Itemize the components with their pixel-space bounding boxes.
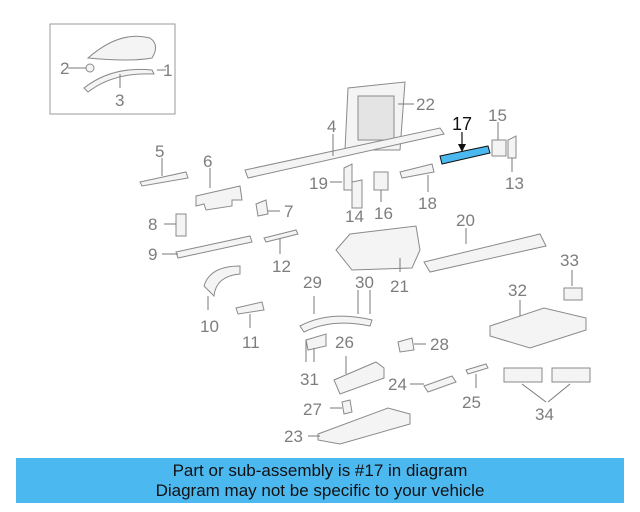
part-11-shape[interactable]: [235, 301, 265, 315]
part-29-shape[interactable]: [299, 315, 373, 333]
callout-8[interactable]: 8: [148, 215, 157, 234]
banner-line-2: Diagram may not be specific to your vehi…: [155, 480, 485, 500]
callout-27[interactable]: 27: [303, 400, 322, 419]
part-1-shape[interactable]: [86, 35, 156, 61]
part-7-shape[interactable]: [255, 199, 269, 217]
callout-21[interactable]: 21: [390, 277, 409, 296]
callout-18[interactable]: 18: [418, 194, 437, 213]
callout-12[interactable]: 12: [272, 257, 291, 276]
callout-32[interactable]: 32: [508, 281, 527, 300]
part-13-shape[interactable]: [507, 135, 517, 159]
banner-line-1: Part or sub-assembly is #17 in diagram: [172, 460, 468, 480]
callout-28[interactable]: 28: [430, 335, 449, 354]
part-24-shape[interactable]: [423, 375, 457, 393]
part-15-shape[interactable]: [491, 139, 507, 157]
callout-16[interactable]: 16: [374, 204, 393, 223]
callout-23[interactable]: 23: [284, 427, 303, 446]
inset-frame: [49, 23, 176, 115]
callout-30[interactable]: 30: [355, 273, 374, 292]
callout-34[interactable]: 34: [535, 405, 554, 424]
part-31-shape[interactable]: [305, 333, 327, 351]
part-23-shape[interactable]: [317, 407, 411, 445]
part-19-shape[interactable]: [343, 163, 353, 191]
part-6-shape[interactable]: [195, 185, 243, 211]
part-22-screen: [357, 95, 395, 141]
part-25-shape[interactable]: [465, 363, 489, 375]
callout-9[interactable]: 9: [148, 245, 157, 264]
callout-1[interactable]: 1: [163, 61, 172, 80]
part-3-shape[interactable]: [83, 68, 155, 93]
part-27-shape[interactable]: [341, 399, 353, 415]
callout-17[interactable]: 17: [452, 114, 472, 134]
callout-22[interactable]: 22: [416, 95, 435, 114]
part-34-left-shape[interactable]: [503, 367, 543, 383]
part-4-shape[interactable]: [244, 127, 445, 179]
callout-14[interactable]: 14: [345, 207, 364, 226]
callout-13[interactable]: 13: [505, 174, 524, 193]
part-18-shape[interactable]: [399, 163, 435, 179]
part-16-shape[interactable]: [373, 171, 389, 191]
part-8-shape[interactable]: [175, 213, 187, 237]
callout-11[interactable]: 11: [242, 333, 260, 352]
callout-19[interactable]: 19: [309, 174, 328, 193]
callout-10[interactable]: 10: [200, 317, 219, 336]
part-17-shape[interactable]: [439, 145, 491, 165]
callout-5[interactable]: 5: [155, 142, 164, 161]
part-2-shape[interactable]: [85, 63, 95, 73]
callout-4[interactable]: 4: [327, 117, 336, 136]
callout-6[interactable]: 6: [203, 152, 212, 171]
part-5-shape[interactable]: [139, 171, 189, 187]
part-26-shape[interactable]: [333, 361, 385, 395]
callout-33[interactable]: 33: [560, 251, 579, 270]
info-banner: Part or sub-assembly is #17 in diagram D…: [16, 458, 624, 503]
part-33-shape[interactable]: [563, 287, 583, 301]
callout-2[interactable]: 2: [60, 59, 69, 78]
part-34-right-shape[interactable]: [551, 367, 591, 383]
callout-26[interactable]: 26: [335, 333, 354, 352]
part-14-shape[interactable]: [351, 179, 363, 209]
callout-24[interactable]: 24: [388, 375, 407, 394]
callout-25[interactable]: 25: [462, 393, 481, 412]
callout-29[interactable]: 29: [303, 273, 322, 292]
callout-3[interactable]: 3: [115, 91, 124, 110]
part-12-shape[interactable]: [263, 229, 299, 243]
part-21-shape[interactable]: [335, 225, 421, 271]
callout-15[interactable]: 15: [488, 106, 507, 125]
callout-7[interactable]: 7: [284, 202, 293, 221]
part-28-shape[interactable]: [397, 337, 415, 353]
part-10-shape[interactable]: [203, 265, 241, 298]
part-9-shape[interactable]: [175, 235, 253, 259]
parts-diagram: 2 1 3 22 4 15 13 17 18 16 19 14 5 6 7: [49, 23, 591, 446]
callout-31[interactable]: 31: [300, 370, 319, 389]
callout-20[interactable]: 20: [456, 211, 475, 230]
part-20-shape[interactable]: [423, 233, 547, 273]
part-32-shape[interactable]: [489, 307, 587, 349]
